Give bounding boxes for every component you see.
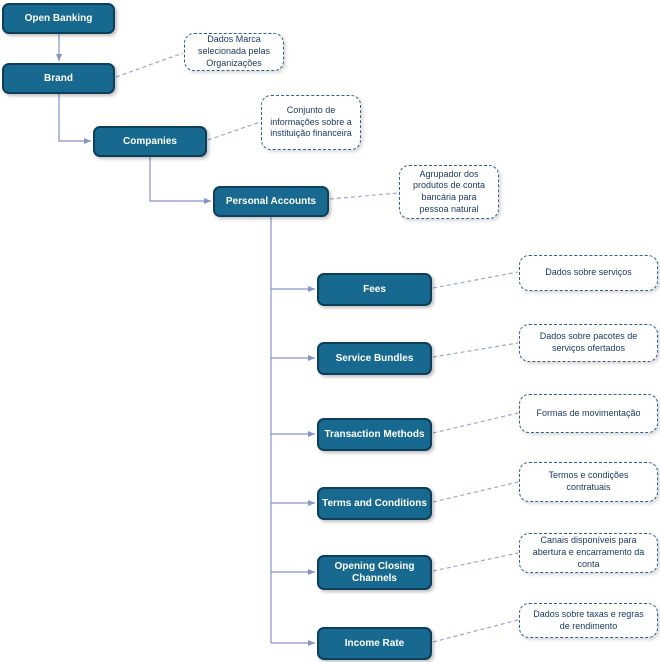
node-companies: Companies xyxy=(93,126,207,157)
link-personalaccounts-note xyxy=(329,192,399,200)
annotation-terms-and-conditions: Termos e condições contratuais xyxy=(519,462,658,502)
annotation-income-rate: Dados sobre taxas e regras de rendimento xyxy=(519,603,658,638)
node-fees: Fees xyxy=(317,273,432,306)
node-personal-accounts: Personal Accounts xyxy=(213,186,329,217)
node-terms-and-conditions: Terms and Conditions xyxy=(317,487,432,520)
node-transaction-methods: Transaction Methods xyxy=(317,418,432,451)
annotation-service-bundles: Dados sobre pacotes de serviços ofertado… xyxy=(519,324,658,362)
annotation-transaction-methods: Formas de movimentação xyxy=(519,394,658,433)
link-transactionmethods-note xyxy=(432,412,519,434)
edge-brand-companies xyxy=(58,94,91,144)
link-termsandconditions-note xyxy=(432,481,519,503)
link-openingclosing-note xyxy=(432,552,519,572)
node-opening-closing-channels: Opening Closing Channels xyxy=(317,555,432,590)
node-brand: Brand xyxy=(2,63,115,94)
annotation-companies: Conjunto de informações sobre a institui… xyxy=(261,95,361,150)
node-service-bundles: Service Bundles xyxy=(317,342,432,375)
node-open-banking: Open Banking xyxy=(2,3,115,34)
edge-companies-personalaccounts xyxy=(149,157,211,204)
annotation-brand: Dados Marca selecionada pelas Organizaçõ… xyxy=(184,33,284,71)
link-fees-note xyxy=(432,271,519,289)
annotation-opening-closing-channels: Canais disponíveis para abertura e encar… xyxy=(519,533,658,573)
link-brand-note xyxy=(115,52,184,78)
link-servicebundles-note xyxy=(432,342,519,358)
node-income-rate: Income Rate xyxy=(317,627,432,660)
link-incomerate-note xyxy=(432,619,519,643)
annotation-fees: Dados sobre serviços xyxy=(519,255,658,291)
annotation-personal-accounts: Agrupador dos produtos de conta bancária… xyxy=(399,165,499,219)
link-companies-note xyxy=(207,121,261,141)
